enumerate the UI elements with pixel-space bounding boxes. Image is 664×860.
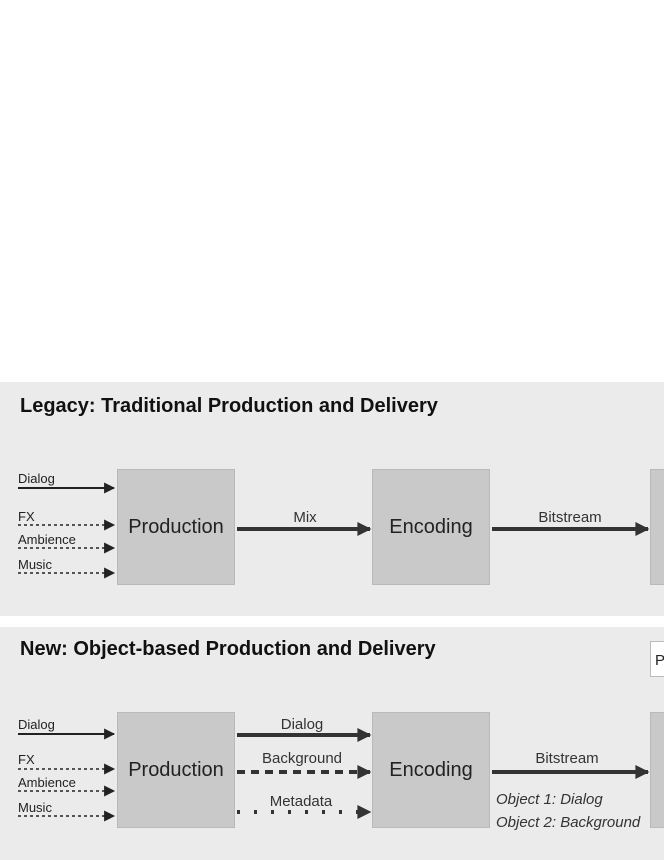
object-flow-dialog-label: Dialog — [280, 716, 324, 733]
object-2-label: Object 2: Background — [496, 814, 641, 831]
legacy-production-box: Production — [117, 469, 235, 585]
legacy-bitstream-label: Bitstream — [538, 509, 602, 526]
object-input-ambience: Ambience — [18, 775, 76, 790]
object-encoding-box: Encoding — [372, 712, 490, 828]
object-input-dialog: Dialog — [18, 717, 55, 732]
legacy-input-dialog: Dialog — [18, 471, 55, 486]
legacy-encoding-box: Encoding — [372, 469, 490, 585]
object-input-fx: FX — [18, 752, 35, 767]
partial-white-box: P — [650, 641, 664, 677]
object-bitstream-label: Bitstream — [535, 750, 599, 767]
object-input-music: Music — [18, 800, 52, 815]
legacy-input-music: Music — [18, 557, 52, 572]
legacy-title: Legacy: Traditional Production and Deliv… — [20, 395, 438, 417]
object-partial-box — [650, 712, 664, 828]
legacy-mix-label: Mix — [293, 509, 317, 526]
legacy-input-fx: FX — [18, 509, 35, 524]
object-production-box: Production — [117, 712, 235, 828]
object-flow-background-label: Background — [261, 750, 343, 767]
legacy-input-ambience: Ambience — [18, 532, 76, 547]
object-1-label: Object 1: Dialog — [496, 791, 603, 808]
legacy-partial-box — [650, 469, 664, 585]
object-title: New: Object-based Production and Deliver… — [20, 638, 436, 660]
object-flow-metadata-label: Metadata — [269, 793, 333, 810]
